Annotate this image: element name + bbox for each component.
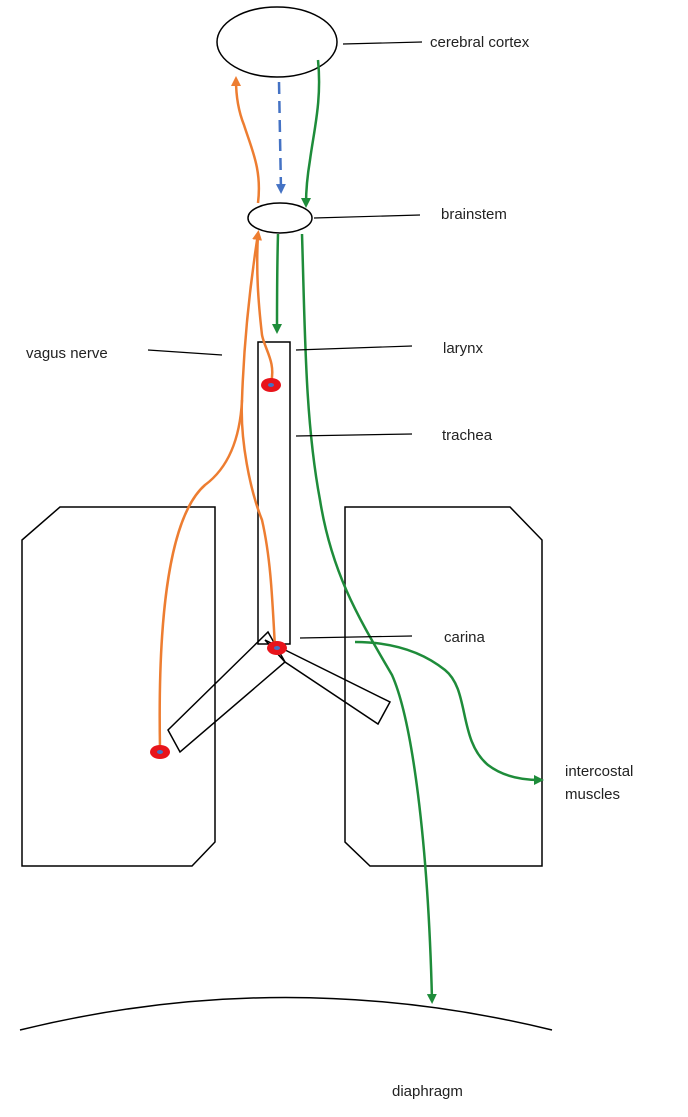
label-cerebral-cortex: cerebral cortex: [430, 34, 530, 51]
label-diaphragm: diaphragm: [392, 1083, 463, 1100]
receptor-larynx: [261, 378, 281, 392]
efferent-path-brainstem-to-larynx: [277, 234, 278, 330]
label-vagus-nerve: vagus nerve: [26, 345, 108, 362]
receptor-carina: [267, 641, 287, 655]
afferent-path-left-lung: [160, 234, 258, 748]
label-brainstem: brainstem: [441, 206, 507, 223]
receptor-bronchus: [150, 745, 170, 759]
label-trachea: trachea: [442, 427, 493, 444]
brainstem-shape: [248, 203, 312, 233]
leader-carina: [300, 636, 412, 638]
label-larynx: larynx: [443, 340, 484, 357]
leader-brainstem: [314, 215, 420, 218]
leader-larynx: [296, 346, 412, 350]
cortex-to-brainstem-dashed-path: [279, 82, 281, 190]
diaphragm-curve: [20, 998, 552, 1031]
afferent-path-larynx: [257, 234, 272, 383]
efferent-path-to-intercostal-muscles: [355, 642, 540, 780]
label-intercostal: intercostal: [565, 763, 633, 780]
left-lung: [22, 507, 215, 866]
efferent-path-cortex-to-brainstem: [306, 60, 319, 204]
leader-vagus-nerve: [148, 350, 222, 355]
label-carina: carina: [444, 629, 486, 646]
label-muscles: muscles: [565, 786, 620, 803]
afferent-path-to-cortex: [236, 80, 259, 203]
right-lung: [345, 507, 542, 866]
leader-trachea: [296, 434, 412, 436]
leader-cerebral-cortex: [343, 42, 422, 44]
